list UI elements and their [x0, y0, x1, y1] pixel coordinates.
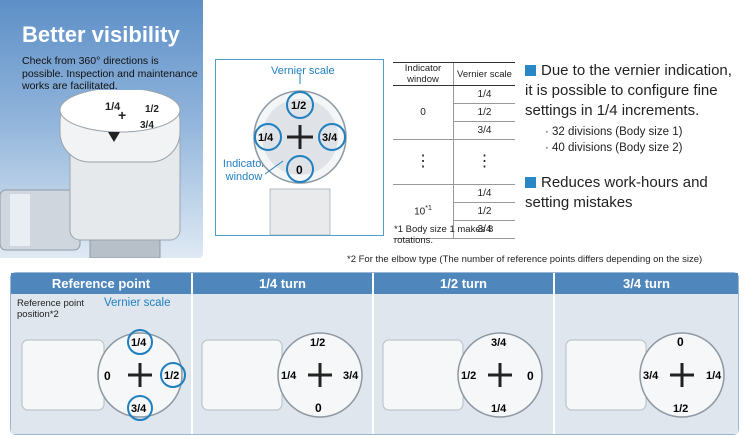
reference-point-label: Reference point position*2: [17, 298, 85, 320]
footnote-ref-1: *1: [425, 205, 432, 213]
dial-mark-top: 1/2: [291, 100, 306, 112]
divider: [553, 273, 555, 434]
mark-bottom: 0: [315, 401, 322, 415]
footnote-2: *2 For the elbow type (The number of ref…: [347, 254, 703, 265]
mark-left: 0: [104, 369, 111, 383]
vernier-scale-label: Vernier scale: [271, 65, 335, 77]
mark-left: 1/4: [281, 370, 297, 382]
table-cell-indicator-10: 10*1: [393, 184, 454, 239]
indicator-label-line1: Indicator: [222, 158, 266, 170]
svg-text:1/4: 1/4: [105, 101, 121, 113]
division-size1: · 32 divisions (Body size 1): [545, 126, 683, 138]
rotation-dials: 1/4 1/2 3/4 0 1/2 3/4 0 1/4 3/4 0 1/4 1/…: [21, 329, 725, 421]
mark-top: 1/4: [131, 337, 147, 349]
mark-left: 1/2: [461, 370, 476, 382]
panel-title: 1/2 turn: [374, 273, 553, 294]
dial-three-quarter: 0 1/4 1/2 3/4: [565, 332, 725, 418]
bullet-square-icon: [525, 65, 536, 76]
mark-bottom: 1/4: [491, 403, 507, 415]
table-cell: 1/4: [453, 85, 515, 104]
feature-vernier-text: Due to the vernier indication, it is pos…: [525, 62, 732, 119]
table-cell: 1/2: [453, 202, 515, 221]
division-size2: · 40 divisions (Body size 2): [545, 142, 683, 154]
mark-top: 0: [677, 335, 684, 349]
table-header-indicator: Indicator window: [393, 62, 454, 86]
dial-quarter: 1/2 3/4 0 1/4: [201, 332, 363, 418]
divider: [191, 273, 193, 434]
hero-title: Better visibility: [22, 22, 180, 47]
mark-bottom: 1/2: [673, 403, 688, 415]
mark-right: 0: [527, 369, 534, 383]
table-cell: 3/4: [453, 121, 515, 140]
dial-reference: 1/4 1/2 3/4 0: [21, 329, 186, 421]
panel-vernier-label: Vernier scale: [104, 297, 171, 309]
mark-top: 1/2: [310, 337, 325, 349]
svg-text:1/2: 1/2: [145, 104, 159, 115]
table-cell-ellipsis: ⋮: [453, 139, 515, 185]
mark-top: 3/4: [491, 337, 507, 349]
svg-text:+: +: [118, 107, 126, 123]
mark-bottom: 3/4: [131, 403, 147, 415]
dial-half: 3/4 0 1/4 1/2: [382, 332, 543, 418]
table-cell: 3/4: [453, 220, 515, 239]
product-illustration: 1/4 1/2 3/4 +: [0, 90, 181, 258]
panel-title: Reference point: [11, 273, 191, 294]
dial-mark-bottom: 0: [296, 163, 303, 177]
table-cell-indicator-0: 0: [393, 85, 454, 140]
table-header-vernier: Vernier scale: [453, 62, 515, 86]
bullet-square-icon: [525, 177, 536, 188]
mark-left: 3/4: [643, 370, 659, 382]
dial-mark-right: 3/4: [322, 132, 338, 144]
footnote-1: *1 Body size 1 makes 8 rotations.: [394, 224, 494, 246]
indicator-label-line2: window: [225, 171, 263, 183]
feature-vernier: Due to the vernier indication, it is pos…: [525, 61, 740, 121]
mark-right: 1/2: [164, 370, 179, 382]
mark-right: 3/4: [343, 370, 359, 382]
table-cell-ellipsis: ⋮: [393, 139, 454, 185]
divider: [372, 273, 374, 434]
panel-title: 3/4 turn: [555, 273, 738, 294]
vernier-table: Indicator window Vernier scale 0 1/4 1/2…: [393, 62, 515, 239]
table-cell-indicator-10-value: 10: [414, 206, 426, 218]
feature-workhours: Reduces work-hours and setting mistakes: [525, 173, 740, 213]
table-cell: 1/4: [453, 184, 515, 203]
feature-workhours-text: Reduces work-hours and setting mistakes: [525, 174, 708, 211]
hero-description: Check from 360° directions is possible. …: [22, 55, 198, 92]
indicator-window-label: Indicator window: [222, 158, 266, 184]
panel-title: 1/4 turn: [193, 273, 372, 294]
svg-text:3/4: 3/4: [140, 120, 154, 131]
dial-mark-left: 1/4: [258, 132, 274, 144]
mark-right: 1/4: [706, 370, 722, 382]
table-cell: 1/2: [453, 103, 515, 122]
dial-diagram: 1/2 1/4 3/4 0: [253, 73, 347, 235]
